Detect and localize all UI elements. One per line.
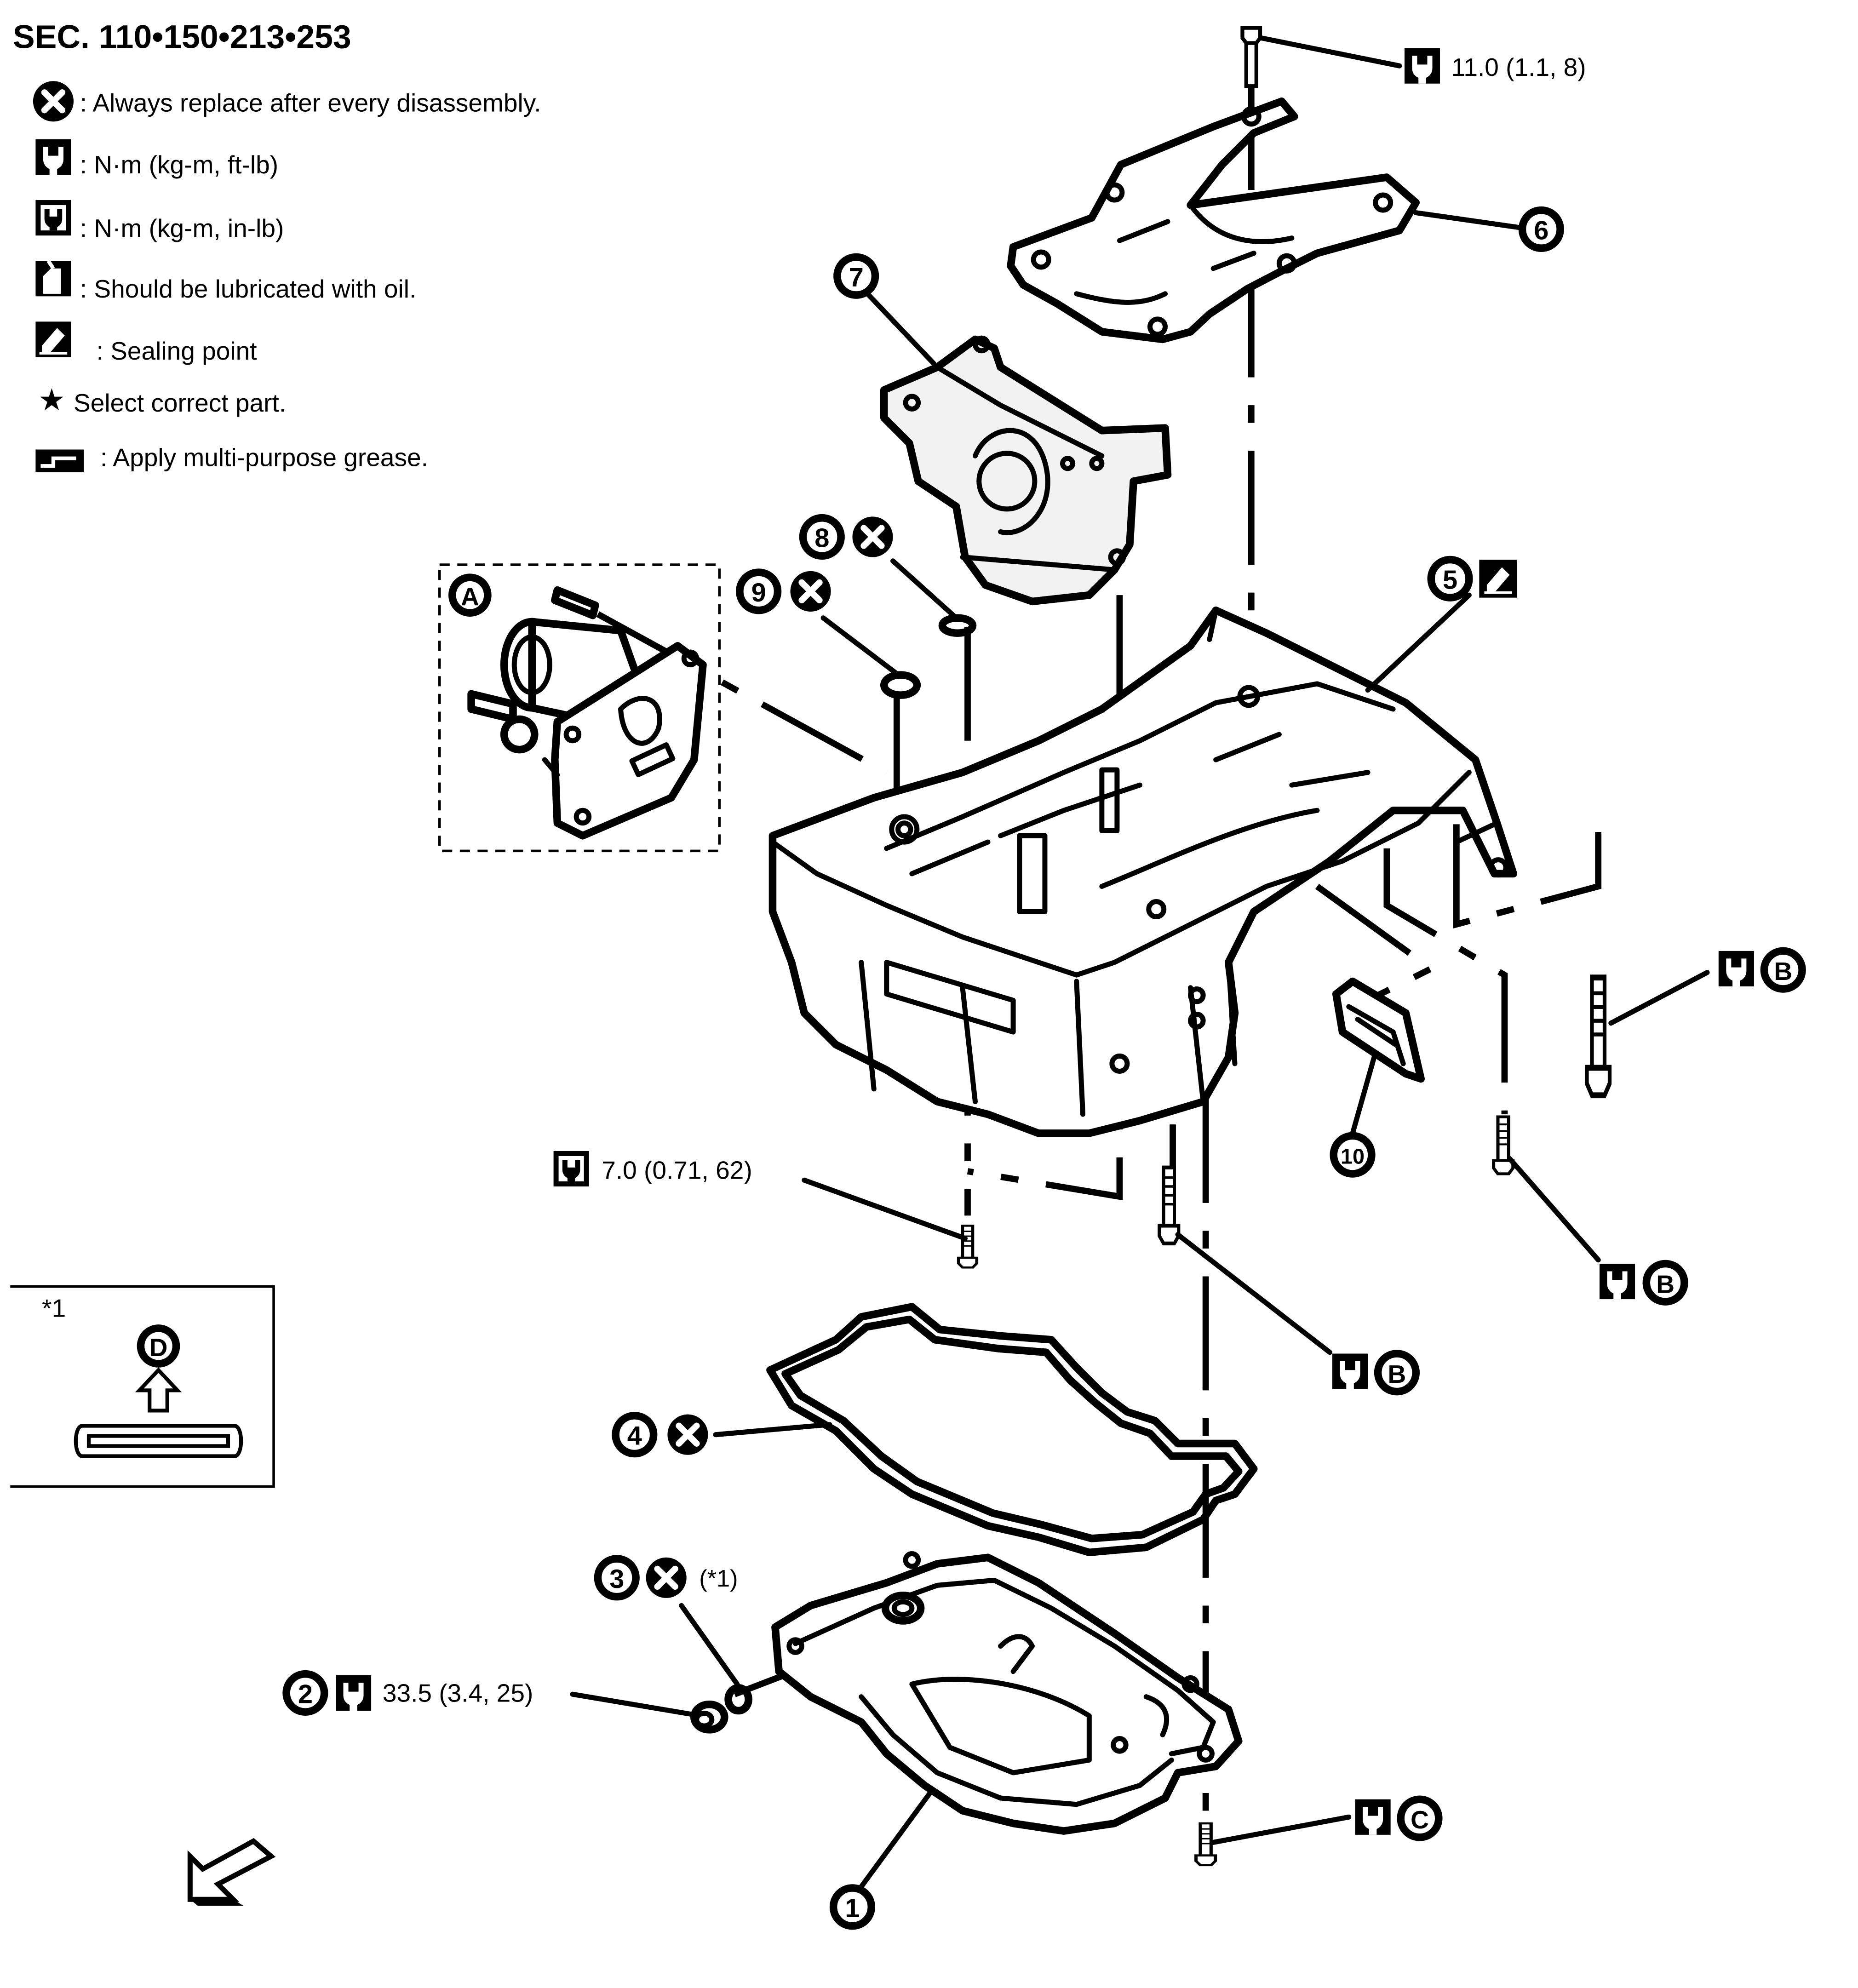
callout-6-circle xyxy=(1518,206,1564,252)
legend-text-replace: : Always replace after every disassembly… xyxy=(80,88,541,117)
sealing-point-icon xyxy=(1479,560,1518,598)
torque-in-lb-icon xyxy=(553,1151,589,1187)
callout-c: C xyxy=(1411,1805,1429,1834)
replace-x-icon xyxy=(667,1415,708,1455)
torque-ft-lb-icon xyxy=(1718,951,1754,986)
torque-ft-lb-icon xyxy=(35,139,71,175)
torque-ft-lb-icon xyxy=(1599,1263,1635,1300)
callout-b-circle xyxy=(1374,1350,1420,1396)
legend-text-oil: : Should be lubricated with oil. xyxy=(80,275,417,303)
legend-text-torque-in-lb: : N·m (kg-m, in-lb) xyxy=(80,214,284,242)
callout-d-circle xyxy=(137,1324,180,1368)
oil-filter-assembly xyxy=(467,586,707,840)
replace-x-icon xyxy=(646,1558,687,1598)
drain-plug-washer xyxy=(724,1684,752,1715)
callout-c-circle xyxy=(1397,1795,1443,1841)
grease-icon xyxy=(35,449,84,473)
legend-text-grease: : Apply multi-purpose grease. xyxy=(100,443,428,471)
replace-x-icon xyxy=(852,516,893,557)
callout-b-lower-right: B xyxy=(1656,1270,1674,1298)
torque-ft-lb-icon xyxy=(1355,1799,1391,1835)
strainer-bolt xyxy=(958,1226,977,1267)
legend-text-select: Select correct part. xyxy=(74,389,286,417)
legend: : Always replace after every disassembly… xyxy=(33,81,541,473)
callout-b-circle xyxy=(1642,1260,1688,1306)
callout-b-right: B xyxy=(1774,957,1792,985)
callout-a-circle xyxy=(448,573,492,617)
legend-text-torque-ft-lb: : N·m (kg-m, ft-lb) xyxy=(80,150,278,179)
upper-oil-pan xyxy=(768,606,1518,1137)
oil-pan-gasket xyxy=(766,1303,1258,1557)
drain-plug xyxy=(690,1700,728,1734)
callout-a: A xyxy=(461,582,479,611)
o-ring-8 xyxy=(938,614,977,637)
callout-2-circle xyxy=(282,1670,328,1716)
baffle-plate xyxy=(1007,97,1420,344)
star-icon: ★ xyxy=(38,383,65,417)
legend-text-sealing: : Sealing point xyxy=(97,337,257,365)
inset-1-frame xyxy=(10,1285,275,1488)
callout-3-circle xyxy=(594,1555,640,1601)
callout-4-circle xyxy=(612,1412,658,1458)
sealing-point-icon xyxy=(35,321,71,357)
replace-x-icon xyxy=(33,81,74,121)
torque-ft-lb-icon xyxy=(1404,48,1440,84)
callout-5-circle xyxy=(1427,556,1473,602)
callout-7: 7 xyxy=(849,263,864,292)
oil-can-icon xyxy=(35,259,71,297)
callout-9: 9 xyxy=(751,578,766,607)
torque-value-strainer-bolt: 7.0 (0.71, 62) xyxy=(602,1156,752,1185)
front-direction-arrow-icon xyxy=(187,1838,276,1906)
callout-10-circle xyxy=(1330,1132,1376,1178)
callout-2: 2 xyxy=(298,1679,313,1709)
torque-value-top-bolt: 11.0 (1.1, 8) xyxy=(1451,53,1586,81)
callout-4: 4 xyxy=(627,1421,642,1451)
top-bolt xyxy=(1240,26,1262,88)
callout-10: 10 xyxy=(1341,1144,1365,1168)
callout-5: 5 xyxy=(1443,565,1457,595)
replace-x-icon xyxy=(790,571,831,612)
callout-b-center: B xyxy=(1388,1360,1406,1388)
callout-9-circle xyxy=(736,568,782,614)
callout-8: 8 xyxy=(814,524,829,553)
inset-1-mark: *1 xyxy=(42,1294,66,1323)
section-title: SEC. 110•150•213•253 xyxy=(13,19,351,56)
torque-ft-lb-icon xyxy=(1332,1353,1368,1389)
callout-3: 3 xyxy=(609,1564,624,1594)
bolt-b-center xyxy=(1159,1168,1179,1243)
torque-in-lb-icon xyxy=(35,200,71,236)
bolt-b-lower-right xyxy=(1494,1117,1513,1174)
callout-7-circle xyxy=(833,253,879,299)
callout-8-circle xyxy=(799,514,845,560)
callout-1: 1 xyxy=(845,1894,860,1923)
torque-ft-lb-icon xyxy=(335,1675,372,1711)
long-bolt-b-right xyxy=(1587,978,1610,1095)
callout-6: 6 xyxy=(1534,216,1548,245)
callout-1-circle xyxy=(829,1884,875,1930)
callout-b-circle xyxy=(1760,947,1806,993)
o-ring-9 xyxy=(880,671,921,699)
lower-oil-pan xyxy=(771,1551,1243,1835)
callout-d: D xyxy=(149,1333,168,1362)
note-ref-1: (*1) xyxy=(699,1565,738,1592)
up-arrow-icon xyxy=(135,1367,182,1413)
torque-value-drain-plug: 33.5 (3.4, 25) xyxy=(383,1679,533,1707)
washer-section-icon xyxy=(74,1424,243,1458)
oil-pump-balancer-unit xyxy=(880,335,1172,606)
oil-strainer-baffle xyxy=(1332,977,1425,1083)
